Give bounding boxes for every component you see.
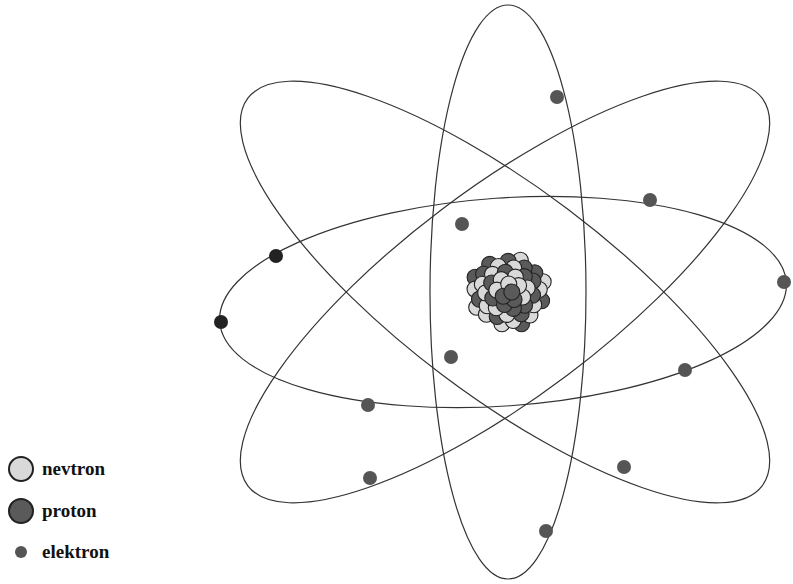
legend-label: elektron: [42, 541, 109, 563]
nucleus: [467, 252, 551, 331]
orbit: [185, 15, 793, 569]
legend-swatch: [8, 498, 34, 524]
electron: [363, 471, 377, 485]
swatch-holder: [6, 498, 36, 524]
legend-swatch: [8, 456, 34, 482]
electron: [269, 249, 283, 263]
legend-entry: elektron: [6, 538, 109, 566]
swatch-holder: [6, 456, 36, 482]
legend-label: proton: [42, 500, 97, 522]
electron: [678, 363, 692, 377]
proton: [504, 284, 520, 300]
legend-label: nevtron: [42, 458, 105, 480]
electron: [361, 398, 375, 412]
orbit: [212, 178, 793, 425]
electron: [777, 275, 791, 289]
electron: [550, 90, 564, 104]
legend-entry: proton: [6, 497, 97, 525]
orbit: [185, 15, 793, 569]
legend-swatch: [15, 546, 27, 558]
electron: [214, 315, 228, 329]
electron: [455, 217, 469, 231]
orbit: [430, 5, 586, 579]
swatch-holder: [6, 546, 36, 558]
electron: [617, 460, 631, 474]
electron: [539, 524, 553, 538]
electron: [444, 350, 458, 364]
legend-entry: nevtron: [6, 455, 105, 483]
electron: [643, 193, 657, 207]
